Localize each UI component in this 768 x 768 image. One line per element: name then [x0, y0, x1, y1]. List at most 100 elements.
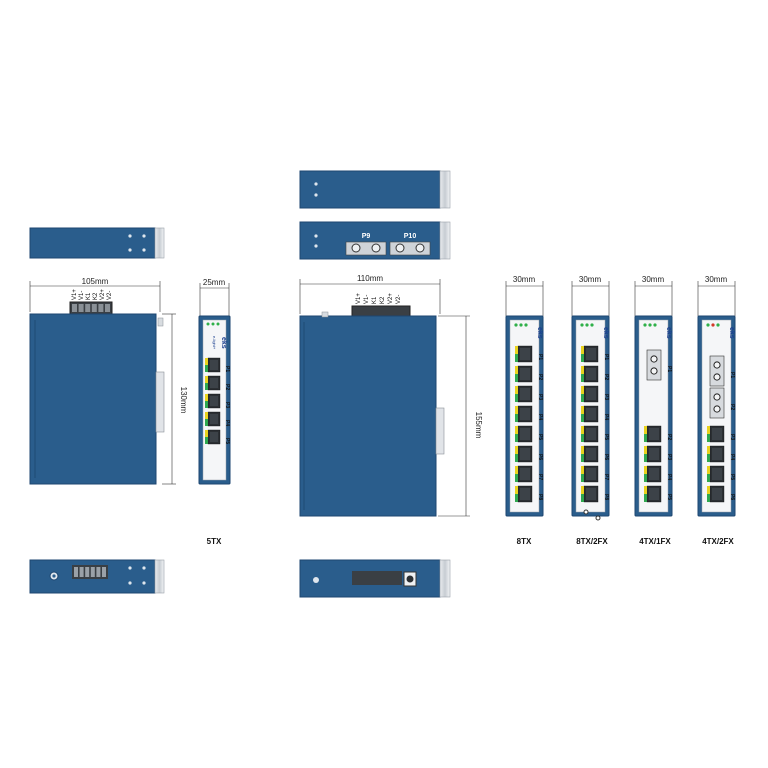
top-view-1 [299, 170, 451, 209]
terminal-label: V1+ [356, 293, 362, 304]
terminal-screw [85, 567, 90, 577]
status-led [585, 323, 589, 327]
terminal-screw [96, 567, 101, 577]
terminal-label: V1- [364, 295, 370, 304]
port-label: P1 [729, 372, 735, 378]
port-label: P3 [666, 454, 672, 460]
top-view-5tx [29, 227, 165, 259]
port-label: P5 [729, 474, 735, 480]
dimension-label-155mm: 155mm [474, 412, 483, 439]
status-led [590, 323, 594, 327]
port-label: P1 [603, 354, 609, 360]
terminal-label: V2- [396, 295, 402, 304]
model-label-8tx: 8TX [517, 537, 532, 546]
fiber-connector [595, 515, 601, 521]
port-led-green [515, 474, 518, 482]
status-led [648, 323, 652, 327]
port-label: P5 [666, 494, 672, 500]
port-label: P1 [224, 366, 230, 372]
terminal-screw [85, 304, 91, 312]
port-led-yellow [515, 366, 518, 374]
port-led-green [205, 401, 208, 408]
port-led-yellow [515, 426, 518, 434]
rj45-socket [210, 378, 218, 388]
dimension-label-30mm-8tx: 30mm [513, 275, 536, 284]
status-led [706, 323, 710, 327]
rj45-socket [712, 428, 722, 440]
front-panel-face [638, 319, 669, 513]
port-label: P5 [603, 434, 609, 440]
fiber-socket [713, 405, 721, 413]
port-label: P1 [537, 354, 543, 360]
port-led-green [581, 454, 584, 462]
rj45-socket [520, 408, 530, 420]
port-led-yellow [707, 486, 710, 494]
rj45-socket [210, 432, 218, 442]
port-led-green [515, 374, 518, 382]
front-panels-30mm [505, 281, 736, 521]
dimension-label-30mm-4tx2fx: 30mm [705, 275, 728, 284]
terminal-label: K1 [372, 296, 378, 304]
port-led-yellow [581, 386, 584, 394]
rj45-socket [210, 414, 218, 424]
terminal-screw [74, 567, 78, 577]
terminal-label: V2- [107, 291, 113, 300]
bottom-view-5tx [29, 559, 165, 594]
port-label: P4 [224, 420, 230, 426]
model-label-4tx2fx: 4TX/2FX [702, 537, 734, 546]
port-led-yellow [515, 446, 518, 454]
port-led-yellow [581, 406, 584, 414]
port-label: P6 [537, 454, 543, 460]
port-labels: P1 P2 P3 P4 P5 P1 P2 P3 P4 P5 P6 P7 P8 P… [224, 354, 735, 500]
port-label: P6 [729, 494, 735, 500]
terminal-labels-large: V1+ V1- K1 K2 V2+ V2- [356, 293, 402, 304]
rj45-socket [210, 360, 218, 370]
port-led-green [644, 474, 647, 482]
port-label: P3 [537, 394, 543, 400]
status-led [514, 323, 518, 327]
port-label-p10: P10 [404, 233, 417, 240]
port-led-yellow [515, 386, 518, 394]
port-led-yellow [707, 446, 710, 454]
port-led-yellow [205, 430, 208, 437]
status-led [643, 323, 647, 327]
rj45-socket [586, 388, 596, 400]
port-label: P4 [666, 474, 672, 480]
terminal-screw [91, 304, 97, 312]
port-led-yellow [644, 426, 647, 434]
dimension-label-30mm-4tx1fx: 30mm [642, 275, 665, 284]
terminal-screw [78, 304, 84, 312]
port-label: P2 [666, 434, 672, 440]
port-led-yellow [644, 446, 647, 454]
fiber-port [709, 387, 725, 419]
port-led-green [515, 354, 518, 362]
port-led-yellow [644, 466, 647, 474]
rj45-socket [649, 488, 659, 500]
side-view-5tx [29, 313, 165, 485]
port-label: P2 [537, 374, 543, 380]
rj45-socket [520, 428, 530, 440]
port-led-green [205, 437, 208, 444]
port-label: P3 [603, 394, 609, 400]
port-led-yellow [205, 358, 208, 365]
rj45-socket [520, 348, 530, 360]
fiber-socket [650, 367, 658, 375]
rj45-socket [586, 468, 596, 480]
port-label-p9: P9 [362, 233, 371, 240]
dimension-label-110mm: 110mm [357, 274, 383, 283]
model-label-4tx1fx: 4TX/1FX [639, 537, 671, 546]
rj45-socket [586, 448, 596, 460]
port-label: P2 [603, 374, 609, 380]
port-label: P8 [603, 494, 609, 500]
status-led [519, 323, 523, 327]
model-label-8tx2fx: 8TX/2FX [576, 537, 608, 546]
port-led-green [644, 434, 647, 442]
fiber-socket [713, 393, 721, 401]
terminal-labels-5tx: V1+ V1- K1 K2 V2+ V2- [72, 289, 113, 300]
port-led-yellow [515, 486, 518, 494]
status-led [711, 323, 715, 327]
fiber-socket [713, 361, 721, 369]
port-led-yellow [644, 486, 647, 494]
port-led-green [515, 414, 518, 422]
terminal-label: K2 [380, 296, 386, 304]
